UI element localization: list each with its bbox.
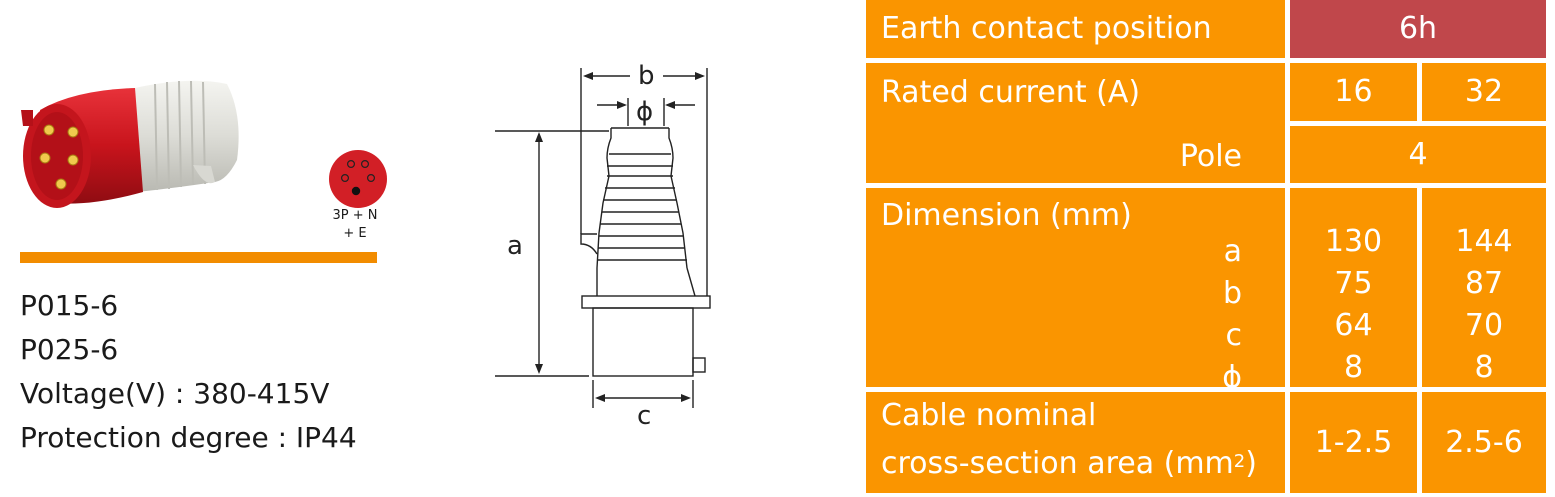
dimension-letter-a: a [1223,234,1242,269]
dimension-letter-c: c [1225,318,1243,353]
dim-label-a: a [507,231,523,261]
dimension-phi-32: 8 [1474,350,1494,385]
earth-contact-label: Earth contact position [866,0,1285,58]
dimension-label: Dimension (mm) [881,198,1132,233]
dimension-letter-phi: ϕ [1222,360,1242,395]
dim-label-phi: ϕ [636,97,653,127]
pole-label: Pole [1179,139,1242,174]
dimension-c-16: 64 [1334,308,1373,343]
product-info: P015-6 P025-6 Voltage(V) : 380-415V Prot… [20,284,357,460]
model-number-1: P015-6 [20,289,119,322]
dimension-drawing: a b c ϕ [495,61,711,431]
dimension-a-32: 144 [1455,224,1513,259]
socket-face-icon [329,150,387,208]
earth-contact-value: 6h [1290,0,1546,58]
cable-label-cell: Cable nominal cross-section area (mm2) [866,392,1285,493]
rated-current-32: 32 [1422,63,1546,121]
cable-value-32: 2.5-6 [1422,392,1546,493]
dimension-label-cell: Dimension (mm) a b c ϕ [866,188,1285,395]
pole-configuration-label: 3P + N + E [332,208,378,241]
dimension-a-16: 130 [1324,224,1383,259]
model-number-2: P025-6 [20,333,119,366]
rated-current-pole-cell: Rated current (A) Pole [866,63,1285,183]
dimension-letter-b: b [1222,276,1242,311]
voltage-text: Voltage(V) : 380-415V [20,377,330,410]
dimension-col-16: 130 75 64 8 [1290,188,1417,387]
orange-divider-bar [20,252,377,263]
dim-label-b: b [638,61,655,91]
dimension-letters: a b c ϕ [1222,231,1242,399]
cable-label-line2: cross-section area (mm2) [881,446,1257,481]
rated-current-label: Rated current (A) [881,75,1141,110]
dimension-c-32: 70 [1464,308,1504,343]
spec-table: Earth contact position 6h Rated current … [866,0,1546,493]
dimension-b-16: 75 [1334,266,1373,301]
dimension-phi-16: 8 [1343,350,1364,385]
dim-label-c: c [637,401,651,431]
cable-value-16: 1-2.5 [1290,392,1417,493]
protection-text: Protection degree : IP44 [20,421,357,454]
dimension-b-32: 87 [1464,266,1504,301]
plug-product-image [21,80,239,208]
rated-current-16: 16 [1290,63,1417,121]
pole-value: 4 [1290,126,1546,183]
cable-label-line1: Cable nominal [881,398,1097,433]
dimension-col-32: 144 87 70 8 [1422,188,1546,387]
